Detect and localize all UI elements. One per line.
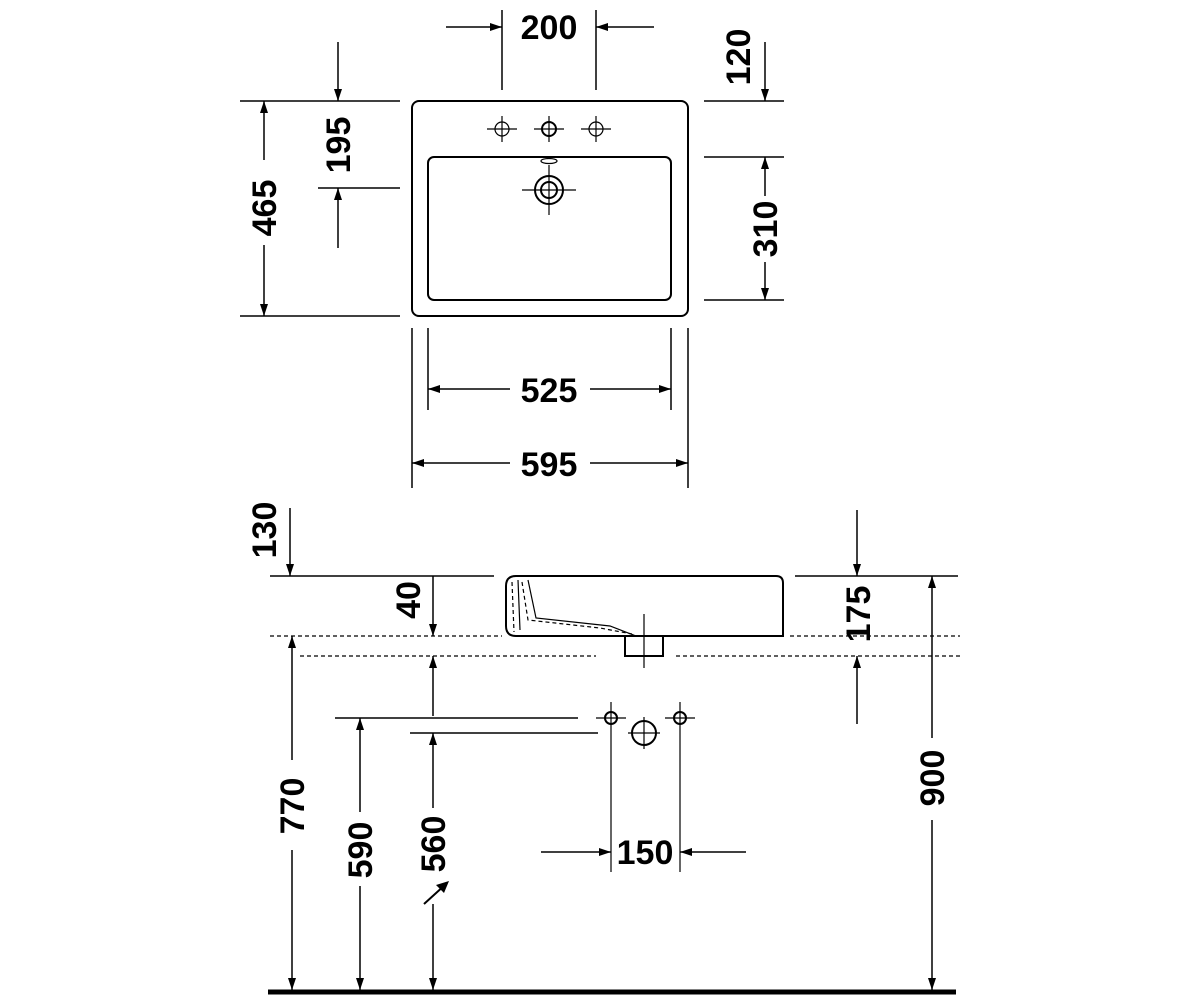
dim-bowl-width-label: 525 (521, 372, 578, 410)
dim-top-to-rim-label: 120 (720, 29, 758, 86)
dim-installation-height-label: 770 (274, 778, 312, 835)
dim-supply-height: 590 (342, 718, 380, 990)
dim-supply-spacing: 150 (541, 834, 746, 872)
dim-top-to-rim: 120 (704, 29, 784, 102)
dim-overall-height: 175 (795, 510, 958, 724)
dim-top-height: 900 (914, 576, 952, 990)
overflow-slot (540, 157, 558, 165)
bowl-outline (427, 156, 672, 301)
basin-outline (411, 100, 689, 317)
basin-side-outline (505, 575, 784, 637)
waste-connection (628, 717, 660, 749)
dim-bowl-depth-label: 310 (747, 201, 785, 258)
dim-tap-spacing: 200 (446, 9, 654, 90)
dim-waste-height-label: 560 (415, 816, 453, 873)
drain (522, 165, 576, 215)
dim-front-to-tap: 195 (240, 42, 400, 248)
dim-total-width-label: 595 (521, 446, 578, 484)
dim-front-to-tap-label: 195 (320, 117, 358, 174)
dim-total-width: 595 (411, 328, 689, 488)
dim-bowl-width: 525 (427, 328, 672, 410)
dim-supply-spacing-label: 150 (617, 834, 674, 872)
bowl-slope (517, 579, 637, 637)
dim-supply-height-label: 590 (342, 822, 380, 879)
dim-rim-thickness: 40 (390, 576, 437, 716)
supply-connection-left (596, 702, 626, 872)
dim-waste-height: 560 (415, 733, 453, 990)
tap-hole-center (534, 116, 564, 142)
dim-total-depth-label: 465 (246, 180, 284, 237)
dim-bowl-depth: 310 (704, 156, 785, 301)
dim-basin-height-top-label: 130 (246, 502, 284, 559)
dim-total-depth: 465 (240, 101, 400, 317)
supply-connection-right (665, 702, 695, 872)
dim-rim-thickness-label: 40 (390, 581, 428, 619)
tap-hole-right (581, 116, 611, 142)
top-view: 200 120 195 465 310 (240, 9, 785, 488)
dim-top-height-label: 900 (914, 750, 952, 807)
dim-basin-height-top: 130 (246, 502, 494, 577)
dim-tap-spacing-label: 200 (521, 9, 578, 47)
side-view: 130 40 175 (246, 502, 960, 995)
dim-overall-height-label: 175 (840, 586, 878, 643)
tap-hole-left (487, 116, 517, 142)
bowl-profile (511, 581, 633, 635)
dim-installation-height: 770 (274, 636, 312, 990)
